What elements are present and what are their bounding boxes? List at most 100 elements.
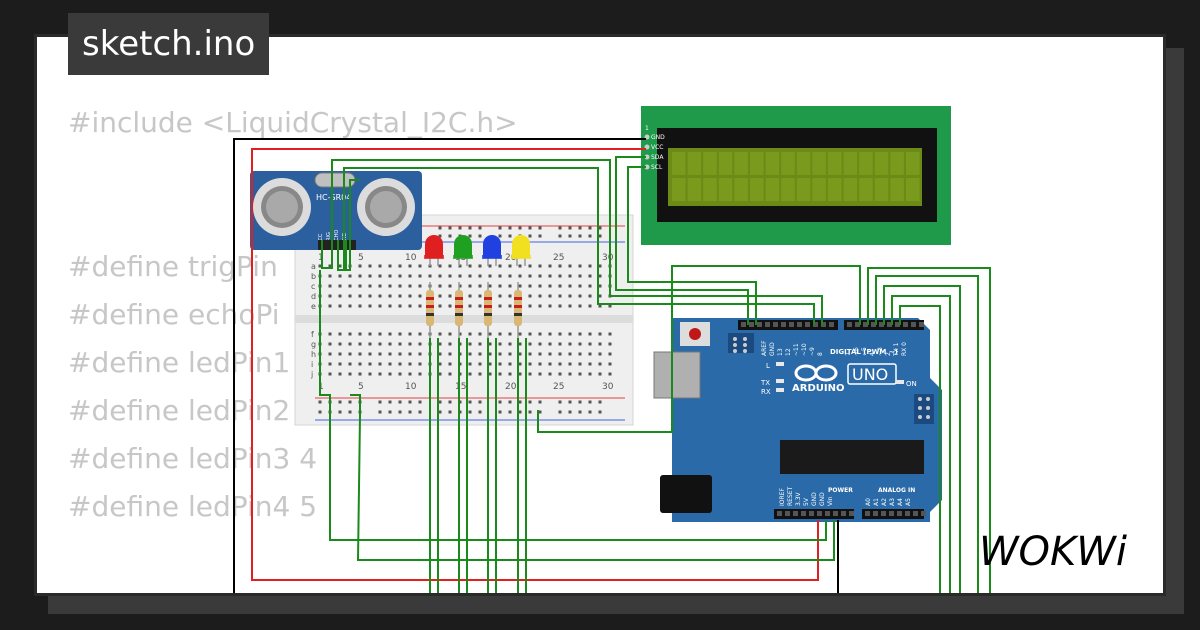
bottom-pin-label: 3.3V <box>795 491 802 506</box>
led-4[interactable] <box>511 235 531 266</box>
l-led <box>776 362 784 366</box>
wire-green-echo <box>337 167 815 325</box>
col-label-10-bot: 10 <box>405 382 417 392</box>
top-pin-label: ~3 <box>877 347 884 356</box>
arduino-model: UNO <box>852 365 888 384</box>
bottom-pin-label: 5V <box>803 497 810 506</box>
bottom-pin-label: RESET <box>787 486 794 506</box>
ultrasonic-sensor[interactable]: HC-SR04 VCC TRIG ECHO GND <box>250 171 422 250</box>
col-label-25-top: 25 <box>553 253 564 263</box>
leds[interactable] <box>424 235 531 266</box>
top-pin-label: ~6 <box>853 347 860 356</box>
top-pin-label: 13 <box>777 348 784 356</box>
top-pin-label: 7 <box>845 352 852 356</box>
bottom-pin-label: A0 <box>865 498 872 506</box>
col-label-25-bot: 25 <box>553 382 564 392</box>
bottom-pin-label: Vin <box>827 496 834 506</box>
wire-green-vcc-rail <box>319 270 827 541</box>
lcd-pin-sda: SDA <box>651 154 664 161</box>
on-led <box>896 380 904 384</box>
bottom-pin-label: A5 <box>905 498 912 506</box>
top-pin-label: 12 <box>785 348 792 356</box>
code-line-include: #include <LiquidCrystal_I2C.h> <box>68 106 518 139</box>
col-label-10-top: 10 <box>405 253 417 263</box>
power-jack <box>660 475 712 513</box>
row-label-f: f <box>311 330 314 339</box>
digital-label: DIGITAL (PWM ~) <box>830 348 898 356</box>
led-2[interactable] <box>453 235 473 266</box>
lcd-pin-number: 1 <box>645 125 649 132</box>
wokwi-logo: WOKWi <box>979 529 1127 575</box>
top-pin-label: 2 <box>885 352 892 356</box>
row-label-d: d <box>311 292 316 301</box>
col-label-30-bot: 30 <box>602 382 614 392</box>
top-pin-label: 4 <box>869 352 876 356</box>
top-pin-label: ~10 <box>801 343 808 356</box>
resistor-2 <box>455 282 463 338</box>
code-line-ledpin2: #define ledPin2 <box>68 394 291 427</box>
row-label-e: e <box>311 302 316 311</box>
lcd-pin-scl: SCL <box>651 164 663 171</box>
arduino-brand: ARDUINO <box>792 383 844 394</box>
wire-green-gnd-top <box>537 265 861 433</box>
row-label-h: h <box>311 350 316 359</box>
top-pin-label: RX 0 <box>901 342 908 356</box>
bottom-pin-label: GND <box>811 492 818 506</box>
on-label: ON <box>906 380 917 388</box>
bottom-pin-label: A4 <box>897 498 904 506</box>
breadboard-holes <box>318 226 612 414</box>
wire-green-d6 <box>875 275 979 593</box>
top-pin-label: ~5 <box>861 347 868 356</box>
wire-black-gnd <box>233 138 646 593</box>
sensor-pin-vcc: VCC <box>318 233 324 244</box>
col-label-20-bot: 20 <box>505 382 517 392</box>
atmega-chip <box>780 440 924 474</box>
top-pin-label: AREF <box>761 340 768 356</box>
row-label-i: i <box>311 360 313 369</box>
row-label-c: c <box>311 282 315 291</box>
sensor-pin-trig: TRIG <box>326 232 332 245</box>
col-label-30-top: 30 <box>602 253 614 263</box>
wires <box>233 138 991 593</box>
bottom-pin-label: A3 <box>889 498 896 506</box>
rx-label: RX <box>761 388 771 396</box>
code-line-ledpin3: #define ledPin3 4 <box>68 442 318 475</box>
sensor-transducer-right <box>357 178 415 236</box>
resistors[interactable] <box>426 282 522 338</box>
resistor-1 <box>426 282 434 338</box>
col-label-1-top: 1 <box>318 253 324 263</box>
file-tab-title[interactable]: sketch.ino <box>68 13 270 75</box>
col-label-5-bot: 5 <box>358 382 364 392</box>
lcd-display[interactable]: 1 GND VCC SDA SCL <box>641 106 951 245</box>
led-1[interactable] <box>424 235 444 266</box>
top-pin-label: GND <box>769 342 776 356</box>
row-label-j: j <box>310 370 313 379</box>
bottom-pin-label: A2 <box>881 498 888 506</box>
top-pin-label: ~11 <box>793 343 800 356</box>
digital-header-1 <box>738 320 838 330</box>
row-label-g: g <box>311 340 316 349</box>
led-3[interactable] <box>482 235 502 266</box>
col-label-20-top: 20 <box>505 253 517 263</box>
top-pin-label: ~9 <box>809 347 816 356</box>
icsp-header-2 <box>914 394 934 424</box>
lcd-pins: GND VCC SDA SCL <box>644 134 665 171</box>
wire-green-gnd-rail <box>350 394 835 561</box>
usb-port <box>653 351 701 399</box>
wire-green-d7 <box>867 267 991 593</box>
lcd-pin-vcc: VCC <box>651 144 663 151</box>
resistor-3 <box>484 282 492 338</box>
wire-green-trig <box>321 159 823 325</box>
reset-button <box>689 328 701 340</box>
col-label-15-bot: 15 <box>455 382 466 392</box>
code-line-ledpin1: #define ledPin1 <box>68 346 291 379</box>
breadboard-row-labels: a b c d e f g h i j <box>310 262 316 379</box>
top-pin-label: 8 <box>817 352 824 356</box>
arduino-uno[interactable]: DIGITAL (PWM ~) ARDUINO UNO ON L TX RX P… <box>653 318 942 522</box>
bottom-pin-label: A1 <box>873 498 880 506</box>
row-label-a: a <box>311 262 316 271</box>
sensor-transducer-left <box>253 178 311 236</box>
top-pin-label: TX 1 <box>893 342 900 357</box>
